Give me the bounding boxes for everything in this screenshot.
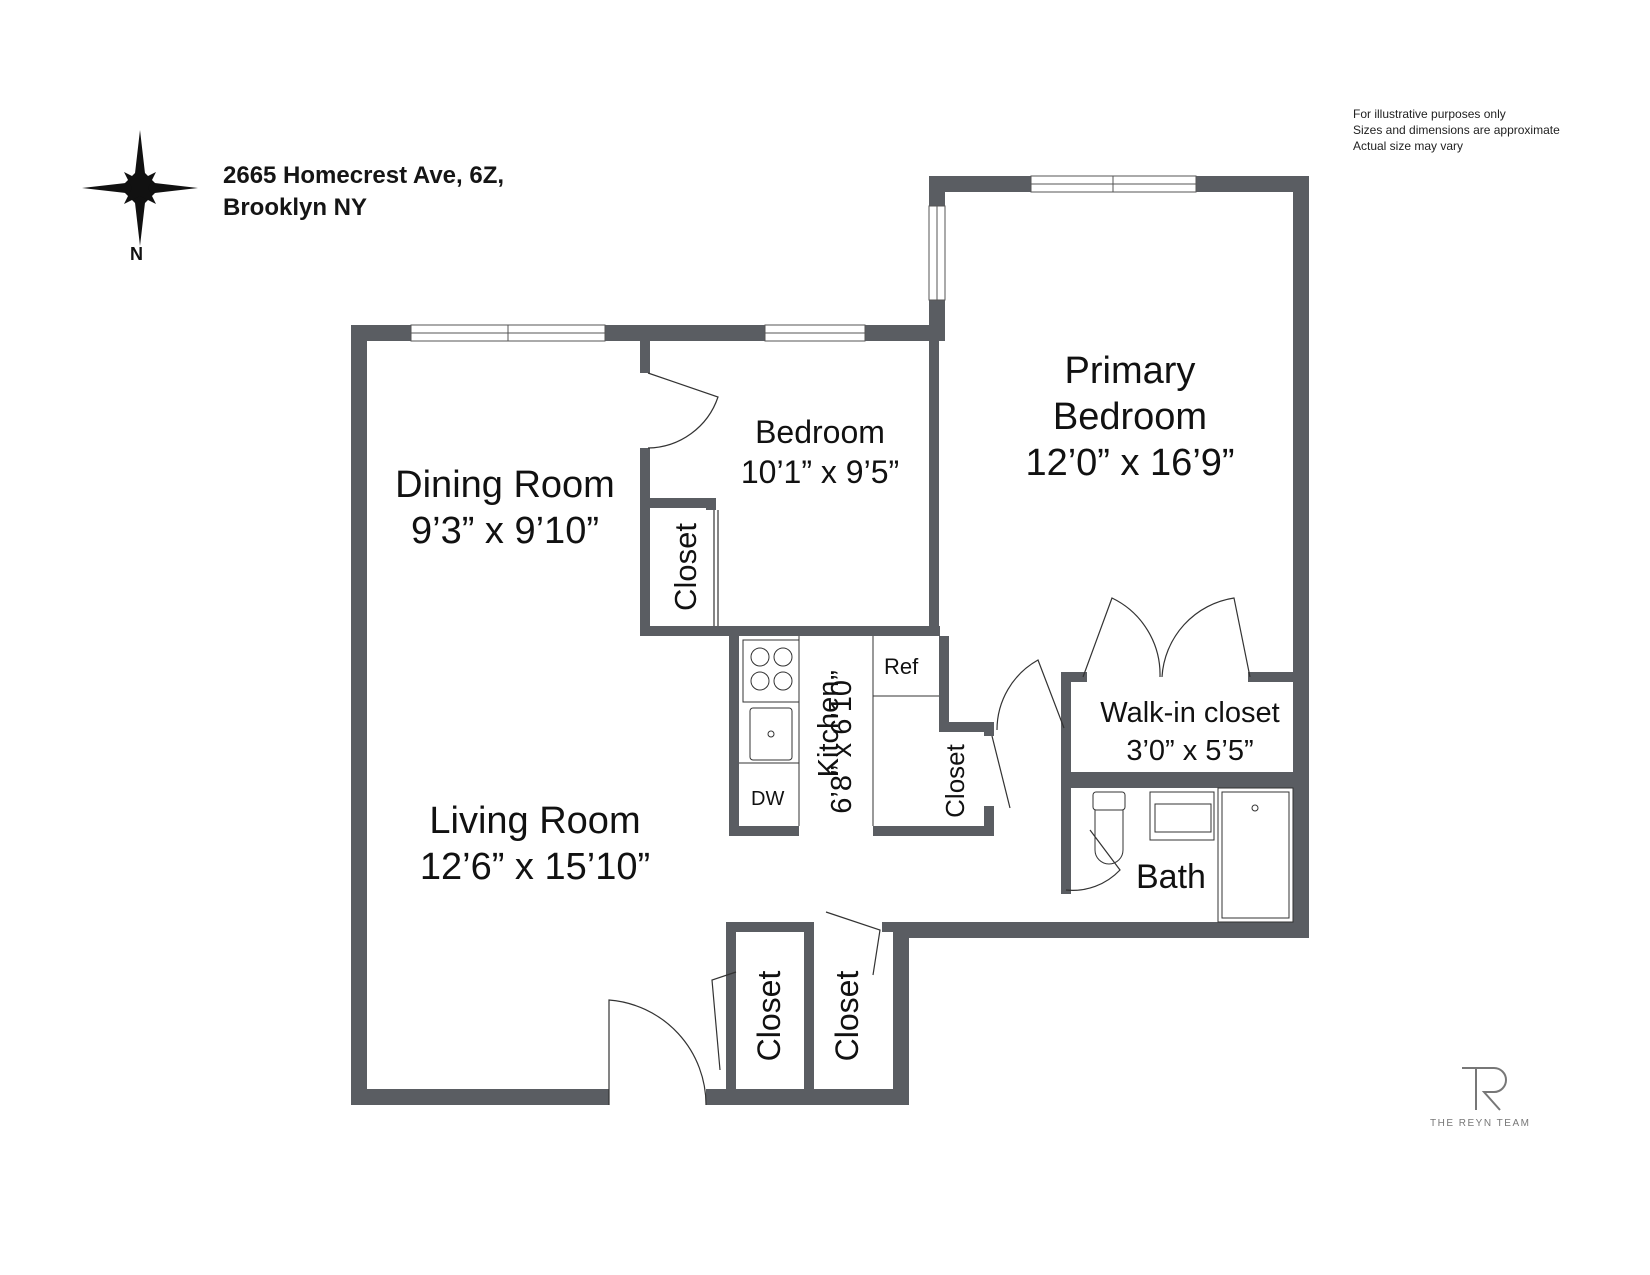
stove-icon [742, 639, 800, 703]
toilet-bowl-icon [1094, 810, 1124, 865]
vanity-icon [1149, 791, 1215, 841]
room-entry-closet-2: Closet [829, 970, 865, 1062]
entry-closet-door-1 [711, 971, 737, 1071]
room-name: Primary [1064, 350, 1196, 392]
room-dimensions: 12’0” x 16’9” [1025, 442, 1235, 484]
room-bedroom: Bedroom 10’1” x 9’5” [710, 412, 930, 492]
room-bedroom-closet: Closet [668, 523, 703, 611]
room-name: Dining Room [395, 464, 615, 506]
room-name: Bedroom [1052, 396, 1208, 438]
bedroom-door [647, 372, 719, 449]
room-living-room: Living Room 12’6” x 15’10” [395, 798, 675, 890]
room-hall-closet: Closet [940, 744, 970, 818]
disclaimer-line: Sizes and dimensions are approximate [1353, 123, 1560, 137]
disclaimer-line: For illustrative purposes only [1353, 107, 1506, 121]
room-dimensions: 10’1” x 9’5” [740, 454, 900, 490]
brand-name: THE REYN TEAM [1430, 1118, 1531, 1129]
room-kitchen-dimensions: 6’8” x 6’10” [826, 670, 858, 814]
room-name: Walk-in closet [1100, 697, 1280, 729]
toilet-tank-icon [1092, 791, 1126, 811]
entry-door [608, 999, 707, 1106]
hall-closet-door [991, 735, 1011, 809]
walls [351, 176, 1309, 1105]
walk-in-closet-door-left [1082, 597, 1161, 678]
disclaimer: For illustrative purposes only Sizes and… [1353, 106, 1560, 154]
compass-star-icon [82, 130, 198, 246]
room-bath: Bath [1136, 858, 1206, 896]
kitchen-fixtures [739, 636, 1294, 923]
doors [608, 372, 1251, 1106]
bathtub-icon [1217, 787, 1294, 923]
hall-door [996, 659, 1065, 731]
sink-icon [749, 707, 793, 761]
bath-door [1065, 829, 1121, 891]
address-line-1: 2665 Homecrest Ave, 6Z, [223, 162, 505, 189]
walk-in-closet-door-right [1161, 597, 1251, 678]
room-dimensions: 12’6” x 15’10” [419, 846, 651, 888]
entry-closet-door-2 [825, 911, 881, 976]
disclaimer-line: Actual size may vary [1353, 139, 1464, 153]
property-address: 2665 Homecrest Ave, 6Z, Brooklyn NY [223, 160, 504, 224]
refrigerator-label: Ref [884, 654, 919, 679]
room-dimensions: 3’0” x 5’5” [1126, 735, 1254, 767]
room-name: Living Room [429, 800, 641, 842]
room-dining-room: Dining Room 9’3” x 9’10” [380, 462, 630, 554]
room-name: Bedroom [755, 414, 885, 450]
address-line-2: Brooklyn NY [223, 194, 368, 221]
room-walk-in-closet: Walk-in closet 3’0” x 5’5” [1080, 694, 1300, 770]
windows [410, 175, 1197, 342]
compass-north-label: N [130, 244, 143, 264]
room-entry-closet-1: Closet [751, 970, 787, 1062]
dishwasher-label: DW [751, 788, 785, 810]
room-dimensions: 9’3” x 9’10” [411, 510, 599, 552]
room-primary-bedroom: Primary Bedroom 12’0” x 16’9” [1020, 348, 1240, 486]
brand-logo-icon [1462, 1067, 1507, 1111]
